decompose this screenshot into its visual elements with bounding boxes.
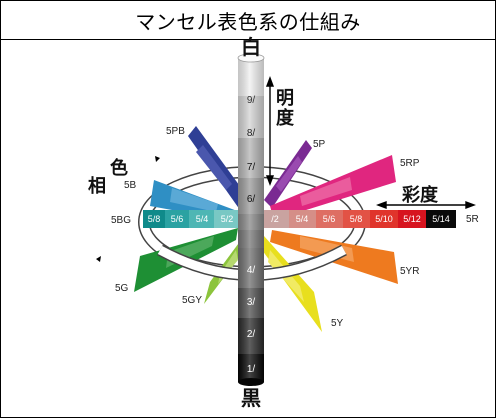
hue-label-5G: 5G — [115, 283, 129, 294]
value-label-4: 4/ — [247, 265, 256, 276]
chroma-arrow — [376, 200, 476, 210]
black-label: 黒 — [241, 386, 261, 410]
value-label-top: 明 — [276, 88, 294, 109]
hue-label-5P: 5P — [313, 139, 326, 150]
red-chip-label: 5/10 — [375, 214, 393, 224]
value-label-1: 1/ — [247, 364, 256, 375]
red-chip-label: 5/4 — [296, 214, 309, 224]
axis-labels: 白 黒 明 度 彩度 色 相 — [88, 35, 439, 410]
red-chip-label: 5/8 — [350, 214, 363, 224]
red-chroma-bar — [262, 210, 456, 228]
hue-arrow-markers — [96, 156, 160, 262]
red-chip-label: /2 — [271, 214, 279, 224]
hue-label-5PB: 5PB — [166, 126, 185, 137]
bg-chip-label: 5/8 — [148, 214, 161, 224]
red-chip-labels: /2 5/4 5/6 5/8 5/10 5/12 5/14 — [271, 214, 450, 224]
red-chip-label: 5/12 — [403, 214, 421, 224]
value-step-labels: 9/ 8/ 7/ 6/ 4/ 3/ 2/ 1/ — [247, 95, 256, 375]
value-label-bottom: 度 — [276, 107, 295, 129]
red-chip-label: 5/14 — [432, 214, 450, 224]
title-bar: マンセル表色系の仕組み — [1, 1, 495, 40]
blue-green-chroma-bar — [143, 210, 239, 228]
value-label-7: 7/ — [247, 162, 256, 173]
hue-label-5GY: 5GY — [182, 295, 202, 306]
value-cylinder — [237, 53, 265, 386]
red-chip-label: 5/6 — [323, 214, 336, 224]
bg-chip-label: 5/2 — [221, 214, 234, 224]
diagram-title: マンセル表色系の仕組み — [135, 9, 361, 34]
value-label-6: 6/ — [247, 194, 256, 205]
chroma-label: 彩度 — [401, 184, 439, 206]
bg-chip-label: 5/4 — [196, 214, 209, 224]
value-label-9: 9/ — [247, 95, 256, 106]
white-label: 白 — [241, 35, 261, 59]
hue-label-5RP: 5RP — [400, 158, 420, 169]
hue-label-5BG: 5BG — [111, 215, 131, 226]
hue-label-5R: 5R — [466, 214, 479, 225]
hue-labels: 5R 5RP 5P 5PB 5B 5BG 5G 5GY 5Y 5YR — [111, 126, 479, 329]
hue-label-5YR: 5YR — [400, 266, 419, 277]
value-label-8: 8/ — [247, 128, 256, 139]
bg-chip-label: 5/6 — [171, 214, 184, 224]
hue-label-5B: 5B — [124, 180, 137, 191]
back-hue-wedges — [150, 126, 396, 222]
hue-label-bottom: 相 — [88, 176, 106, 197]
bg-chip-labels: 5/8 5/6 5/4 5/2 — [148, 214, 234, 224]
value-label-3: 3/ — [247, 297, 256, 308]
value-label-2: 2/ — [247, 329, 256, 340]
hue-label-5Y: 5Y — [331, 318, 344, 329]
hue-label-top: 色 — [110, 157, 128, 179]
value-arrow — [265, 76, 275, 186]
